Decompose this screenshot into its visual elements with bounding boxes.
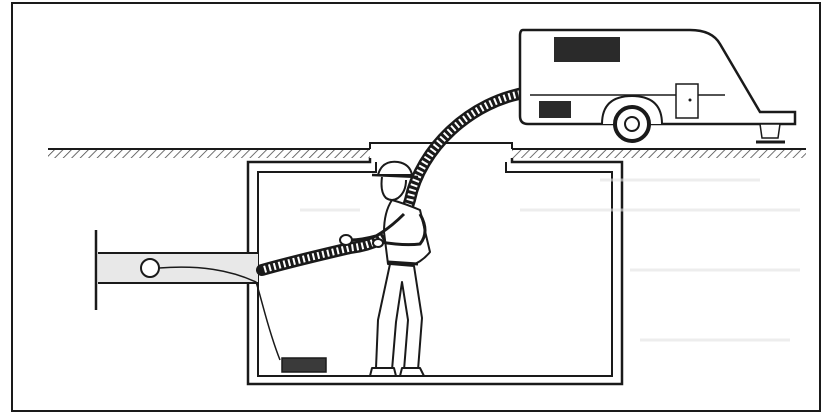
vacuum-trailer <box>520 30 795 142</box>
pipe-float-ball <box>141 259 159 277</box>
bleed-through-texture <box>300 180 800 340</box>
trailer-door <box>676 84 698 118</box>
horizontal-drain-pipe <box>96 230 280 360</box>
underground-pit <box>248 158 622 384</box>
trailer-window <box>554 37 620 62</box>
sediment-block <box>282 358 326 372</box>
trailer-vent <box>539 101 571 118</box>
